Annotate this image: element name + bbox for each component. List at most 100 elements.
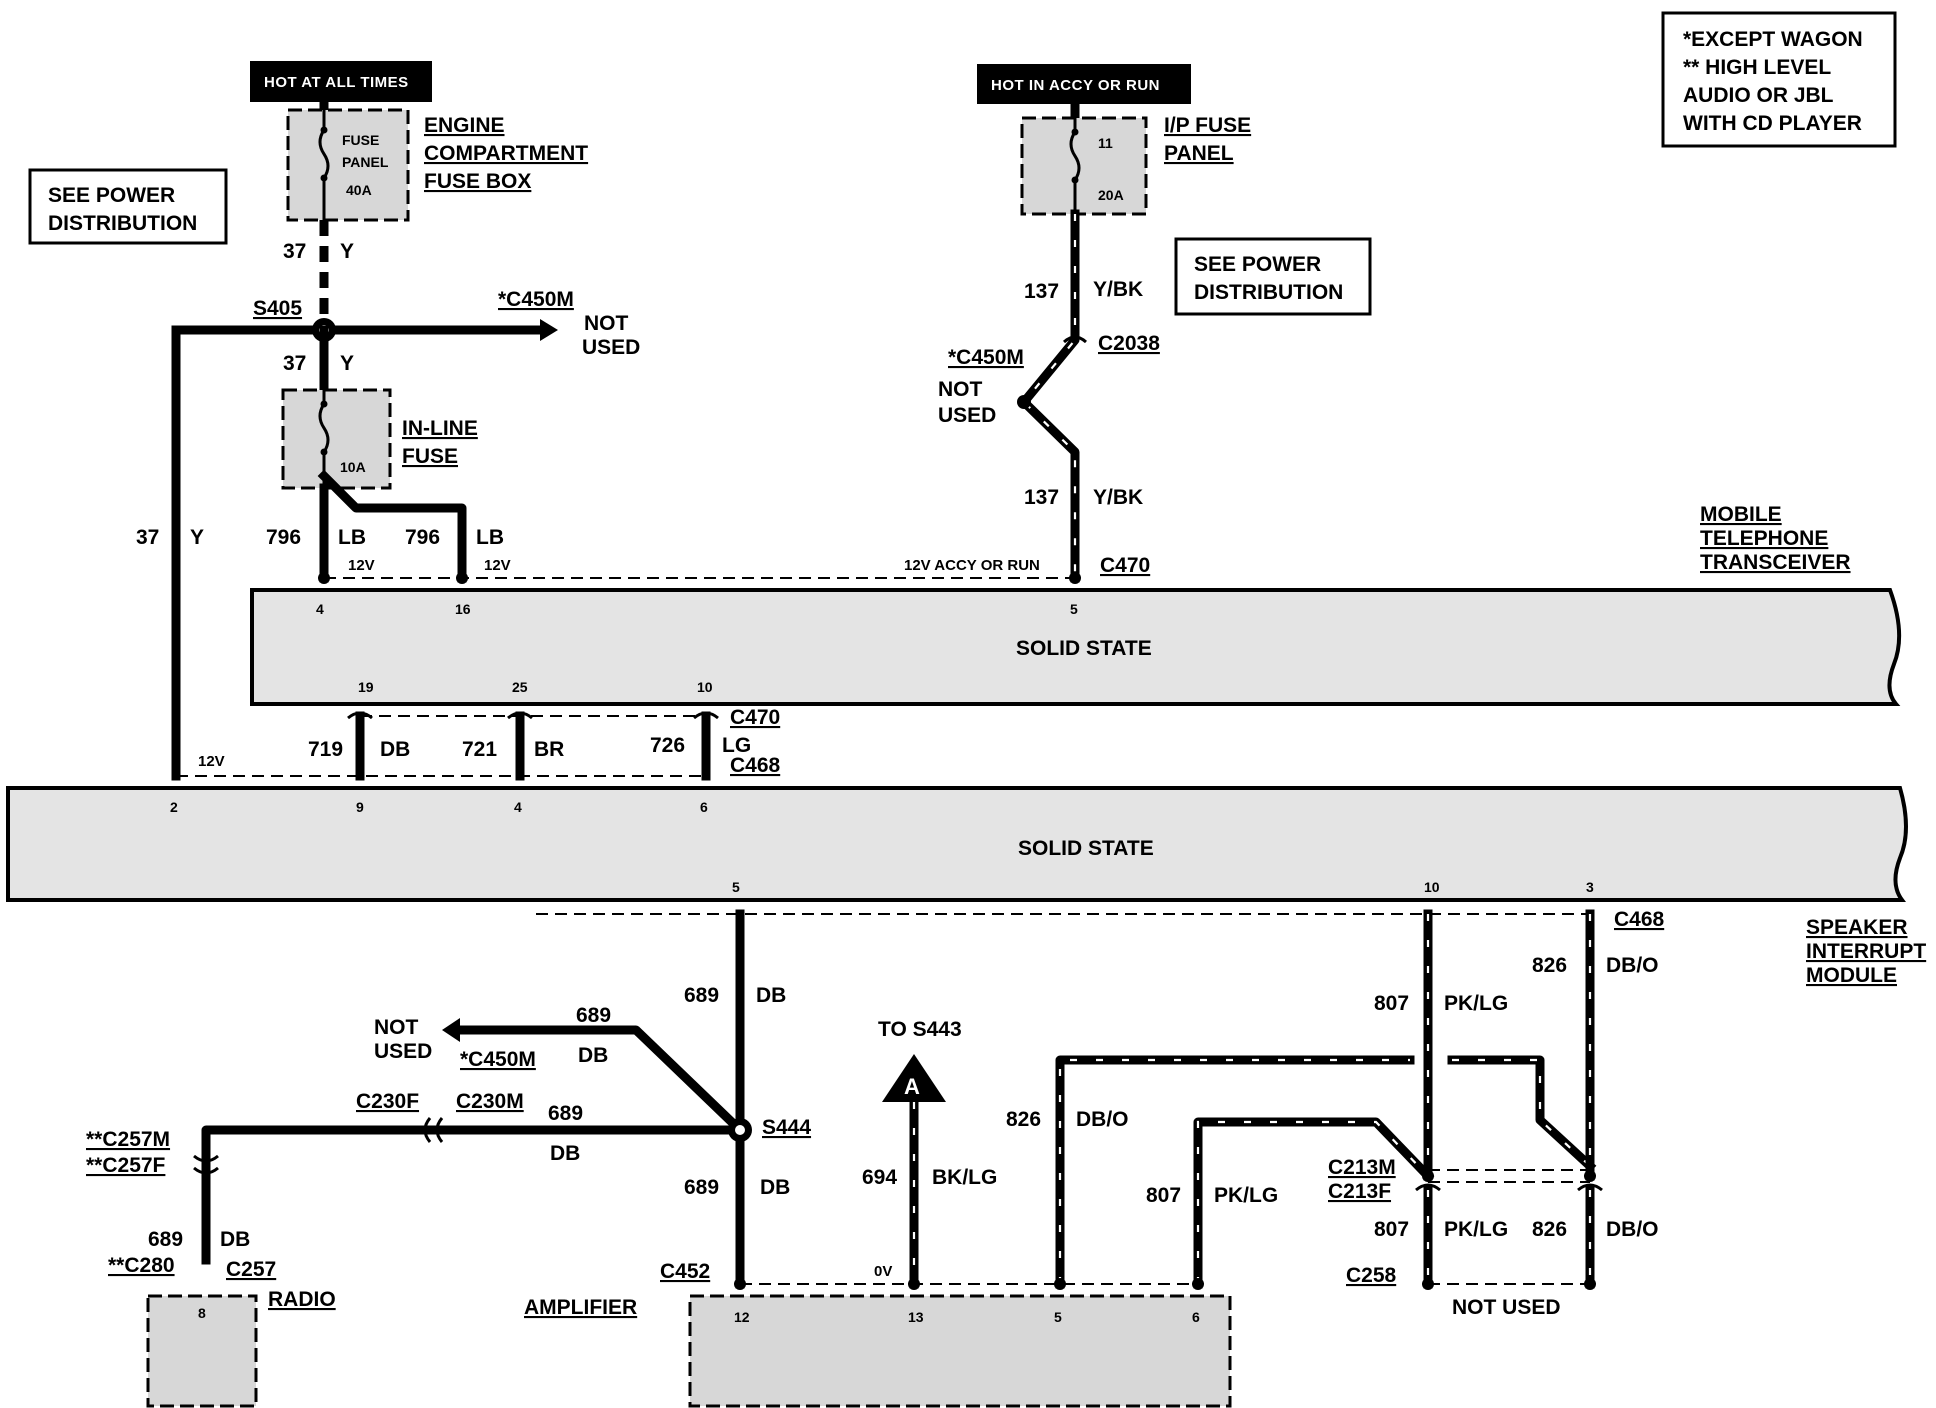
wire-color: DB/O (1606, 954, 1659, 977)
hot-at-all-times-label: HOT AT ALL TIMES (250, 61, 432, 102)
wire-color: DB (756, 984, 786, 1007)
connector-label: C257 (226, 1258, 276, 1281)
pin-number: 6 (1192, 1309, 1200, 1325)
speaker-interrupt-module: SOLID STATE SPEAKER INTERRUPT MODULE 2 9… (6, 786, 1926, 987)
splice-s405: S405 *C450M NOT USED 37 Y (136, 288, 640, 781)
wire-number: 694 (862, 1166, 897, 1189)
wire-color: LB (338, 526, 366, 549)
wire-color: Y/BK (1093, 278, 1143, 301)
not-used-label: USED (374, 1040, 432, 1063)
reference-text: SEE POWER (1194, 253, 1321, 276)
wire-color: LG (722, 734, 751, 757)
circuit-37-upper: 37 Y (283, 220, 354, 330)
footnote-line: AUDIO OR JBL (1683, 84, 1834, 107)
connector-label: **C257F (86, 1154, 166, 1177)
pin-number: 9 (356, 799, 364, 815)
svg-text:HOT IN ACCY OR RUN: HOT IN ACCY OR RUN (991, 77, 1160, 94)
fuse-rating: 20A (1098, 187, 1124, 203)
footnote-box: *EXCEPT WAGON ** HIGH LEVEL AUDIO OR JBL… (1661, 11, 1897, 148)
wire-number: 826 (1532, 1218, 1567, 1241)
wire-color: BK/LG (932, 1166, 997, 1189)
wire-color: BR (534, 738, 564, 761)
engine-compartment-fuse: FUSE PANEL 40A ENGINE COMPARTMENT FUSE B… (286, 97, 588, 222)
see-power-distribution-left: SEE POWER DISTRIBUTION (28, 168, 228, 245)
pin-number: 19 (358, 679, 374, 695)
footnote-line: ** HIGH LEVEL (1683, 56, 1831, 79)
module-name: TRANSCEIVER (1700, 551, 1851, 574)
not-used-label: NOT (938, 378, 983, 401)
pin-number: 25 (512, 679, 528, 695)
connector-label: C230F (356, 1090, 419, 1113)
connector-label: C468 (730, 754, 781, 777)
wire-color: Y (340, 240, 354, 263)
pin-number: 4 (514, 799, 522, 815)
pin-number: 2 (170, 799, 178, 815)
circuit-689: 689 DB 689 DB NOT USED *C450M S444 C230F… (86, 909, 811, 1290)
component-name: RADIO (268, 1288, 336, 1311)
circuit-37-lower: 37 Y (283, 325, 354, 395)
circuit-796: 796 LB 796 LB 12V 12V (266, 469, 511, 584)
wire-number: 807 (1146, 1184, 1181, 1207)
reference-text: DISTRIBUTION (48, 212, 197, 235)
component-name: PANEL (1164, 142, 1234, 165)
pin-number: 8 (198, 1305, 206, 1321)
pin-number: 4 (316, 601, 324, 617)
circuit-826-amp: 826 DB/O (1006, 1055, 1597, 1290)
component-name: IN-LINE (402, 417, 478, 440)
fuse-label: FUSE (342, 132, 379, 148)
module-state: SOLID STATE (1016, 637, 1152, 660)
component-name: FUSE BOX (424, 170, 531, 193)
voltage-label: 12V (484, 557, 511, 574)
connector-label: C213F (1328, 1180, 1391, 1203)
wire-number: 721 (462, 738, 497, 761)
pin-number: 3 (1586, 879, 1594, 895)
connector-label: **C257M (86, 1128, 170, 1151)
radio: 8 RADIO (146, 1288, 336, 1408)
wire-number: 726 (650, 734, 685, 757)
pin-number: 13 (908, 1309, 924, 1325)
pin-number: 10 (697, 679, 713, 695)
circuits-719-721-726: 719 DB 721 BR 726 LG C470 C468 12V (176, 706, 781, 781)
connector-label: *C450M (460, 1048, 536, 1071)
connector-label: C470 (1100, 554, 1150, 577)
wire-color: LB (476, 526, 504, 549)
reference-a: A (904, 1074, 920, 1099)
wire-number: 807 (1374, 992, 1409, 1015)
component-name: ENGINE (424, 114, 505, 137)
voltage-label: 0V (874, 1263, 892, 1280)
pin-number: 5 (1070, 601, 1078, 617)
module-name: SPEAKER (1806, 916, 1908, 939)
fuse-rating: 10A (340, 459, 366, 475)
not-used-label: USED (938, 404, 996, 427)
fuse-label: PANEL (342, 154, 389, 170)
module-name: MOBILE (1700, 503, 1782, 526)
component-name: I/P FUSE (1164, 114, 1251, 137)
voltage-label: 12V (198, 753, 225, 770)
circuit-807-amp: 807 PK/LG (1146, 1117, 1435, 1290)
wire-color: DB (760, 1176, 790, 1199)
wire-color: DB (380, 738, 410, 761)
hot-in-accy-or-run-label: HOT IN ACCY OR RUN (977, 64, 1191, 104)
in-line-fuse: 10A IN-LINE FUSE (281, 388, 478, 490)
fuse-number: 11 (1098, 135, 1113, 151)
connector-label: C468 (1614, 908, 1665, 931)
wire-number: 689 (148, 1228, 183, 1251)
wire-number: 719 (308, 738, 343, 761)
wire-color: PK/LG (1444, 992, 1508, 1015)
wire-number: 37 (283, 352, 306, 375)
wire-color: DB/O (1076, 1108, 1129, 1131)
wire-color: Y/BK (1093, 486, 1143, 509)
not-used-label: NOT (584, 312, 629, 335)
wire-number: 689 (684, 1176, 719, 1199)
component-name: FUSE (402, 445, 458, 468)
wire-number: 807 (1374, 1218, 1409, 1241)
not-used-label: NOT (374, 1016, 419, 1039)
pin-number: 5 (732, 879, 740, 895)
circuit-137: 137 Y/BK C2038 *C450M NOT USED 137 Y/BK … (904, 209, 1160, 584)
wire-number: 689 (576, 1004, 611, 1027)
splice-label: S405 (253, 297, 302, 320)
footnote-line: WITH CD PLAYER (1683, 112, 1862, 135)
wire-number: 689 (684, 984, 719, 1007)
mobile-telephone-transceiver: SOLID STATE MOBILE TELEPHONE TRANSCEIVER… (250, 503, 1902, 706)
pin-number: 6 (700, 799, 708, 815)
